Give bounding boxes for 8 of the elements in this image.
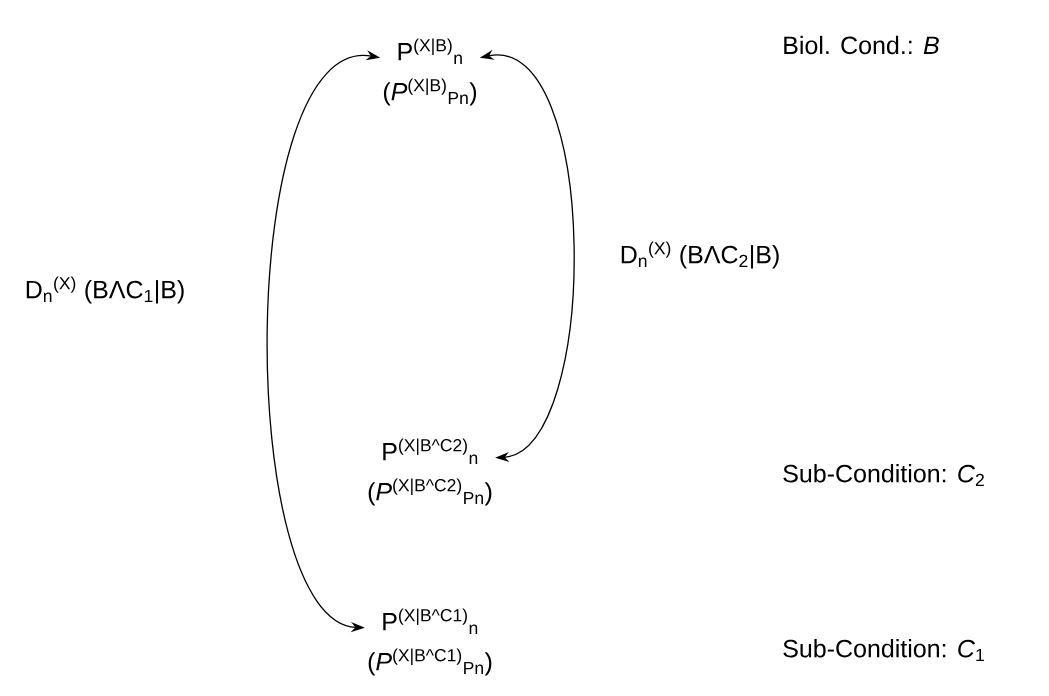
formula-text: P$^{(X|B)}$n (P$^{(X|B)}$$_{Pn}$) bbox=[383, 38, 477, 106]
edge-label: D$_{n}$$^{(X)}$ (BΛC$_{2}$|B) bbox=[617, 239, 783, 271]
formula-text: P$^{(X|B^C1)}$n (P$^{(X|B^C1)}$$_{Pn}$) bbox=[368, 608, 492, 676]
formula-text: P$^{(X|B^C2)}$n (P$^{(X|B^C2)}$$_{Pn}$) bbox=[368, 438, 492, 506]
condition-label: Sub-Condition: C$_{2}$ bbox=[783, 464, 984, 486]
condition-label: Biol. Cond.: B bbox=[784, 35, 939, 55]
condition-label: Sub-Condition: C$_{1}$ bbox=[783, 639, 984, 661]
edge-label: D$_{n}$$^{(X)}$ (BΛC$_{1}$|B) bbox=[22, 274, 188, 306]
